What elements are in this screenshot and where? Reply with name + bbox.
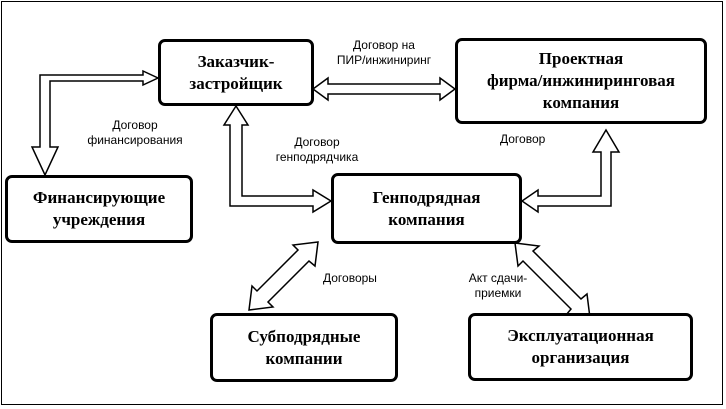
label-financing-contract: Договор финансирования [87, 118, 183, 147]
label-design-contract: Договор на ПИР/инжиниринг [336, 38, 432, 67]
arrow-customer-design [311, 76, 457, 102]
arrow-design-general [520, 128, 621, 214]
label-design-general-contract: Договор [500, 132, 546, 146]
arrow-general-sub [248, 241, 319, 311]
node-customer: Заказчик- застройщик [158, 39, 314, 106]
node-general-contractor: Генподрядная компания [331, 173, 522, 244]
label-subcontracts: Договоры [323, 271, 377, 285]
node-operator: Эксплуатационная организация [468, 313, 693, 381]
node-financing: Финансирующие учреждения [5, 175, 193, 243]
arrow-customer-financing [30, 69, 160, 177]
node-subcontractors: Субподрядные компании [210, 313, 398, 382]
label-general-contract: Договор генподрядчика [275, 135, 359, 164]
label-acceptance-act: Акт сдачи- приемки [468, 271, 528, 300]
node-design-firm: Проектная фирма/инжиниринговая компания [455, 38, 707, 124]
